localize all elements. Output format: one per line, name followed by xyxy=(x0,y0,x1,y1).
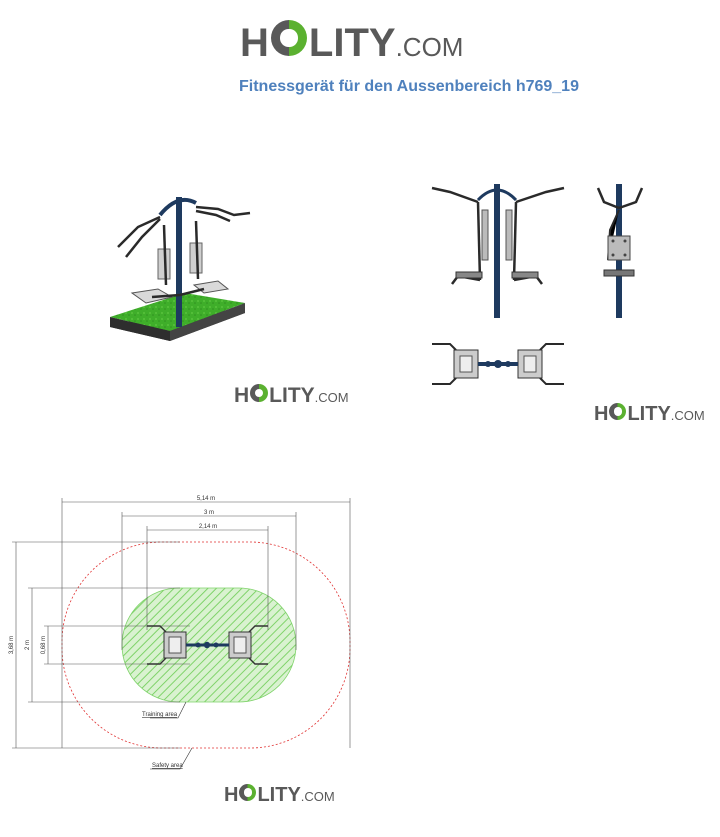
brand-letters: LITY xyxy=(257,784,301,806)
brand-letter-h: H xyxy=(594,403,609,425)
brand-com: .COM xyxy=(314,390,349,405)
page-title: Fitnessgerät für den Aussenbereich h769_… xyxy=(239,78,579,95)
brand-logo-top: H LITY .COM xyxy=(240,20,463,66)
brand-com: .COM xyxy=(670,408,705,423)
equipment-3d-render xyxy=(110,197,251,341)
plan-equipment xyxy=(147,625,268,665)
label-safety-area: Safety area xyxy=(152,763,183,769)
brand-letter-h: H xyxy=(240,21,269,65)
dim-mid: 3 m xyxy=(204,510,214,516)
brand-com: .COM xyxy=(300,789,335,804)
brand-letters: LITY xyxy=(627,403,671,425)
safety-area xyxy=(61,541,351,749)
dim-height-mid: 2 m xyxy=(25,640,31,650)
dim-inner: 2,14 m xyxy=(199,524,217,530)
equipment-front-view xyxy=(431,184,565,318)
dim-height-outer: 3,68 m xyxy=(9,636,15,654)
brand-letter-h: H xyxy=(224,784,239,806)
dim-height-inner: 0,68 m xyxy=(41,636,47,654)
brand-logo-render: H LITY .COM xyxy=(234,384,349,408)
equipment-side-view xyxy=(596,184,644,318)
brand-logo-bottom: H LITY .COM xyxy=(224,784,335,807)
brand-o-icon xyxy=(270,20,307,56)
brand-o-icon xyxy=(609,403,627,420)
brand-letter-h: H xyxy=(234,384,250,407)
brand-letters: LITY xyxy=(269,384,315,407)
brand-o-icon xyxy=(250,384,269,402)
dim-outer: 5,14 m xyxy=(197,496,215,502)
brand-com: .COM xyxy=(395,32,464,62)
brand-letters: LITY xyxy=(308,21,396,65)
label-training-area: Training area xyxy=(142,712,178,718)
installation-area-drawing: 5,14 m 3 m 2,14 m 3,68 m 2 m 0,68 m Trai… xyxy=(9,496,351,770)
brand-logo-views: H LITY .COM xyxy=(594,403,705,426)
equipment-top-view xyxy=(432,343,564,385)
brand-o-icon xyxy=(239,784,257,801)
